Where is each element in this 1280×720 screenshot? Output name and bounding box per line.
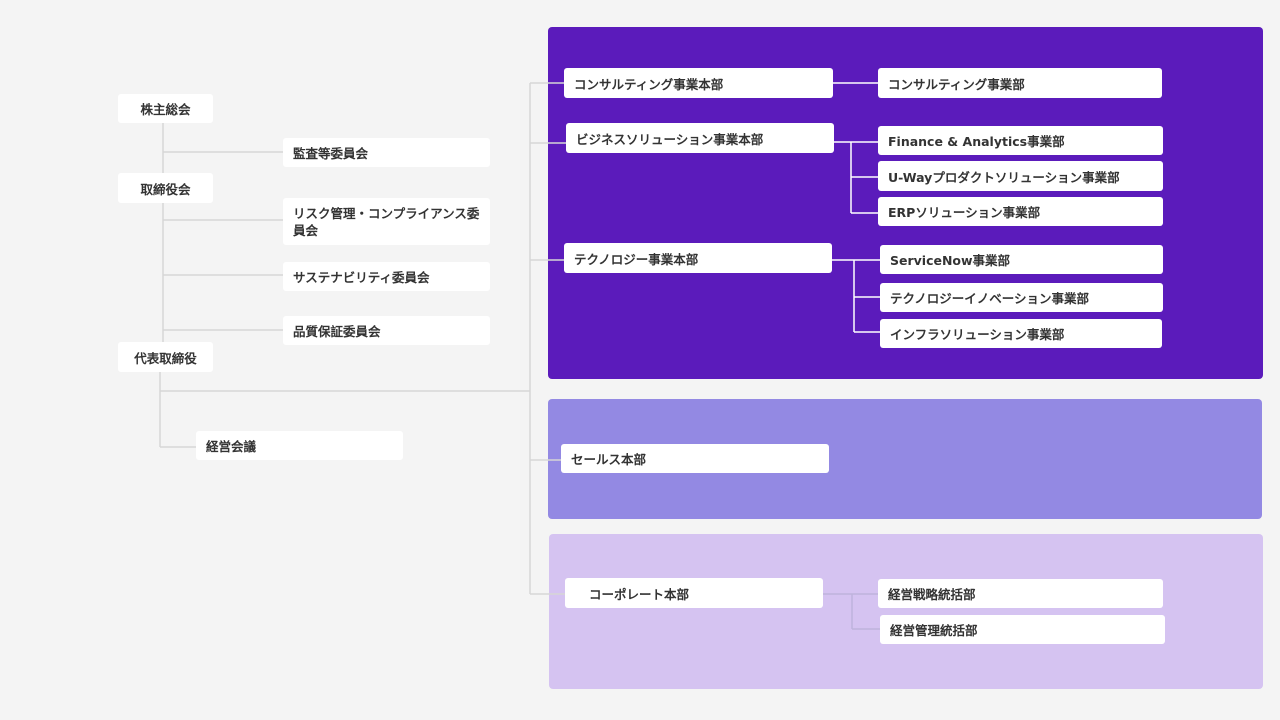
risk-compliance-committee-box: リスク管理・コンプライアンス委員会 [283,198,490,245]
technology-innovation-unit-box: テクノロジーイノベーション事業部 [880,283,1163,312]
sustainability-committee-box: サステナビリティ委員会 [283,262,490,291]
sales-division-box: セールス本部 [561,444,829,473]
consulting-unit-box: コンサルティング事業部 [878,68,1162,98]
corporate-division-box: コーポレート本部 [565,578,823,608]
erp-solution-unit-box: ERPソリューション事業部 [878,197,1163,226]
board-of-directors-box: 取締役会 [118,173,213,203]
corporate-management-unit-box: 経営管理統括部 [880,615,1165,644]
quality-assurance-committee-box: 品質保証委員会 [283,316,490,345]
finance-analytics-unit-box: Finance & Analytics事業部 [878,126,1163,155]
consulting-division-box: コンサルティング事業本部 [564,68,833,98]
corporate-strategy-unit-box: 経営戦略統括部 [878,579,1163,608]
servicenow-unit-box: ServiceNow事業部 [880,245,1163,274]
management-meeting-box: 経営会議 [196,431,403,460]
business-solution-division-box: ビジネスソリューション事業本部 [566,123,834,153]
audit-committee-box: 監査等委員会 [283,138,490,167]
shareholders-meeting-box: 株主総会 [118,94,213,123]
u-way-product-unit-box: U-Wayプロダクトソリューション事業部 [878,161,1163,191]
infrastructure-solution-unit-box: インフラソリューション事業部 [880,319,1162,348]
panel-corporate [549,534,1263,689]
technology-division-box: テクノロジー事業本部 [564,243,832,273]
representative-director-box: 代表取締役 [118,342,213,372]
